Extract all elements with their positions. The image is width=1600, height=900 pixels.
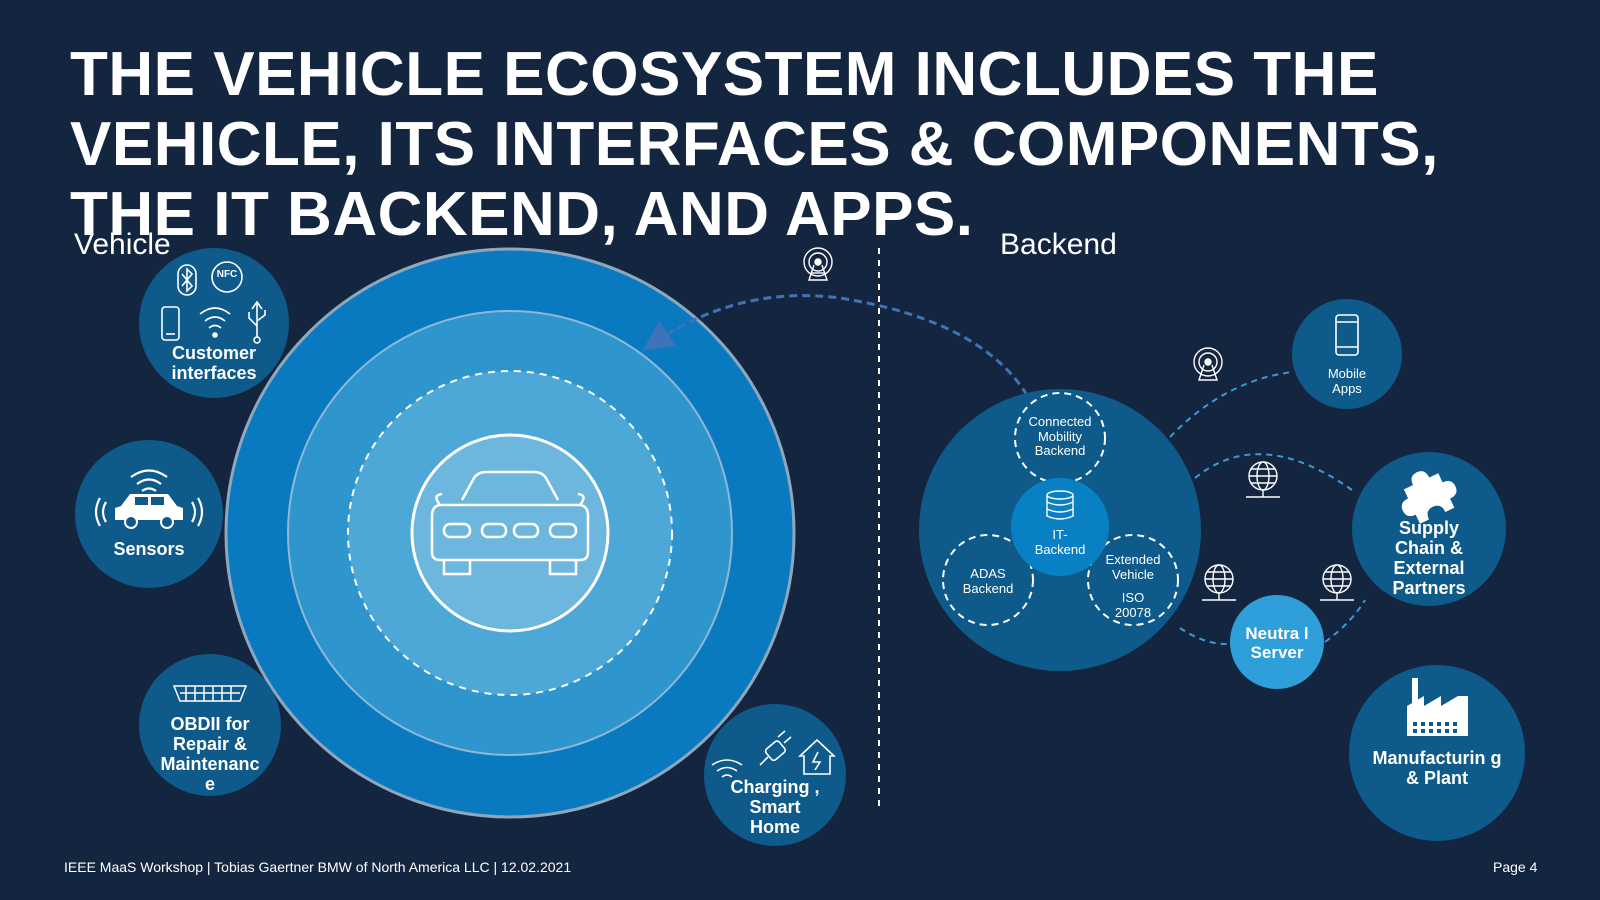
phone-icon [161,306,180,341]
car-front-icon [430,470,590,576]
vehicle-core [410,433,610,633]
link-neutral-server [1179,627,1231,646]
link-supply-chain [1194,453,1353,491]
connection-arrow [642,294,1029,396]
connected-mobility-node [1014,392,1106,484]
charging-node [704,704,846,846]
obd-node [139,654,281,796]
usb-icon [248,300,266,344]
charging-label: Charging , Smart Home [730,777,820,838]
obd-connector-icon [172,685,248,702]
car-sensor-icon [115,494,183,529]
mobile-apps-node [1292,299,1402,409]
supply-chain-label: Supply Chain & External Partners [1392,518,1466,599]
factory-icon [1407,678,1468,736]
globe-icon [1320,564,1354,601]
nfc-label: NFC [216,269,238,280]
phone-icon [1335,314,1359,356]
page-title: THE VEHICLE ECOSYSTEM INCLUDES THE VEHIC… [70,40,1439,249]
sensors-label: Sensors [113,539,185,559]
bluetooth-icon [177,264,197,296]
vehicle-section-label: Vehicle [74,228,171,261]
antenna-icon [1193,347,1223,381]
extended-vehicle-label: Extended Vehicle [1105,552,1161,582]
mobile-apps-label: Mobile Apps [1327,366,1367,396]
globe-icon [1246,461,1280,498]
adas-label: ADAS Backend [962,566,1014,596]
it-backend-node [1011,478,1109,576]
adas-node [942,534,1034,626]
link-neutral-supply [1324,599,1366,643]
extended-vehicle-node [1087,534,1179,626]
nfc-icon [211,261,243,293]
backend-section-label: Backend [1000,228,1117,261]
manufacturing-label: Manufacturin g & Plant [1372,748,1502,789]
neutral-server-label: Neutra l Server [1245,624,1309,663]
iso-label: ISO 20078 [1114,590,1152,620]
link-mobile-apps [1169,371,1294,438]
connected-mobility-label: Connected Mobility Backend [1028,414,1092,459]
puzzle-icon [1401,471,1457,524]
database-icon [1046,490,1074,520]
manufacturing-node [1349,665,1525,841]
customer-interfaces-node [139,248,289,398]
signal-waves-icon [94,469,204,527]
globe-icon [1202,564,1236,601]
footer-credit: IEEE MaaS Workshop | Tobias Gaertner BMW… [64,859,572,875]
supply-chain-node [1352,452,1506,606]
plug-icon [759,730,792,766]
wifi-icon [199,307,231,338]
customer-interfaces-label: Customer interfaces [171,343,257,384]
home-icon [797,738,837,775]
neutral-server-node [1230,595,1324,689]
it-backend-label: IT- Backend [1034,527,1086,557]
antenna-icon [803,247,833,281]
page-number: Page 4 [1493,859,1538,875]
obd-label: OBDII for Repair & Maintenanc e [160,714,260,795]
wifi-small-icon [711,759,743,778]
